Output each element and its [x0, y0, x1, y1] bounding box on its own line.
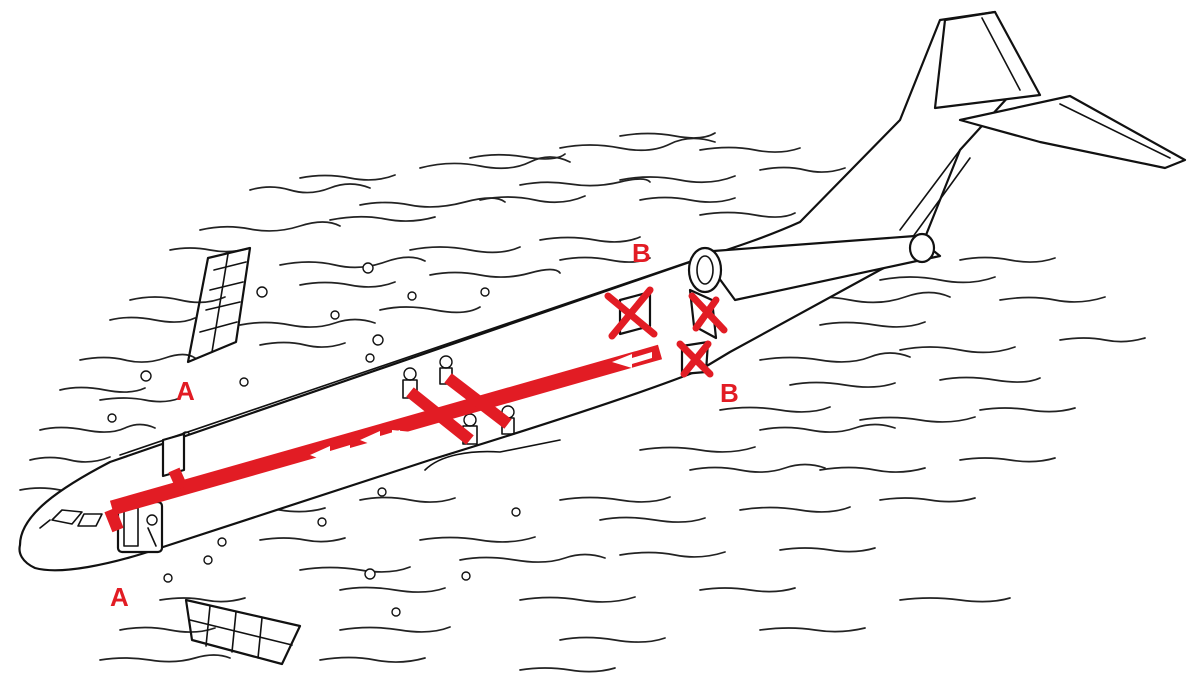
forward-door-route [110, 510, 118, 530]
vertical-stabilizer [935, 12, 1040, 108]
life-raft-lower [186, 600, 300, 664]
forward-hatch-route [174, 470, 182, 488]
label-a-bottom: A [110, 582, 129, 612]
label-a-top: A [176, 376, 195, 406]
life-raft-upper [188, 248, 250, 362]
label-b-top: B [632, 238, 651, 268]
label-b-right: B [720, 378, 739, 408]
overwing-hatch [163, 434, 184, 476]
